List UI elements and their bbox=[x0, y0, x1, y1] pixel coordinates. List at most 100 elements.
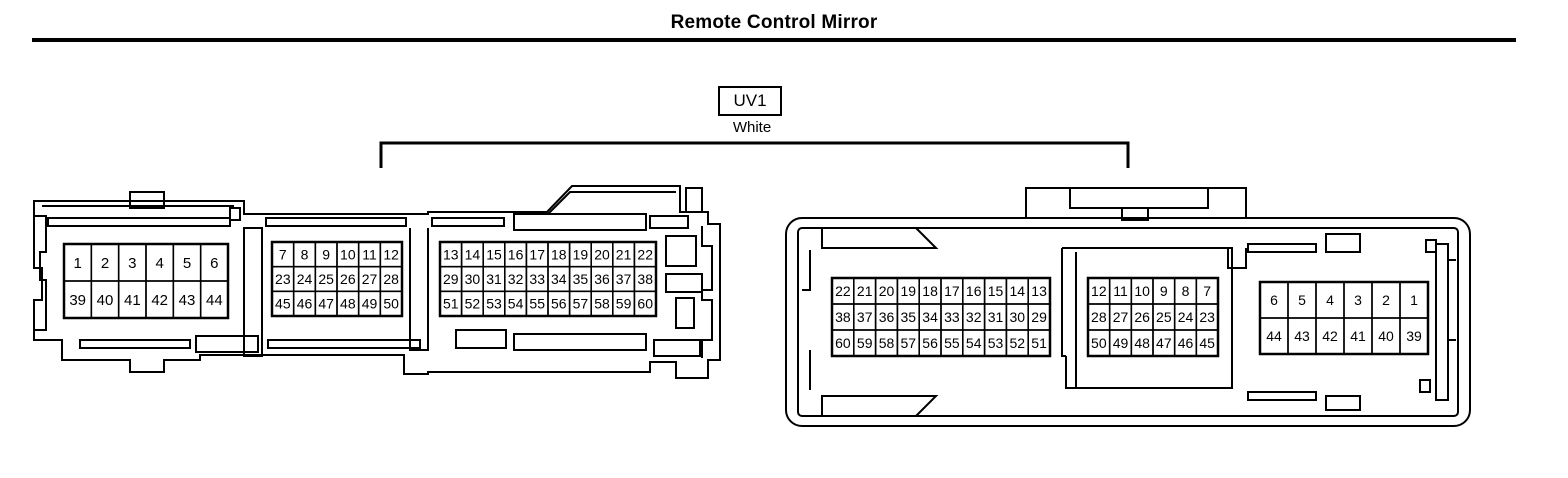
pin-number: 13 bbox=[1031, 283, 1047, 299]
pin-cell: 24 bbox=[1173, 303, 1198, 331]
pin-cell: 22 bbox=[633, 241, 657, 268]
pin-cell: 51 bbox=[439, 290, 463, 317]
pin-cell: 56 bbox=[547, 290, 571, 317]
pin-cell: 41 bbox=[1343, 317, 1373, 355]
pin-cell: 13 bbox=[1027, 277, 1051, 305]
pin-cell: 26 bbox=[1130, 303, 1154, 331]
pin-cell: 30 bbox=[1005, 303, 1029, 331]
pin-number: 3 bbox=[1354, 292, 1362, 308]
pin-number: 56 bbox=[922, 335, 938, 351]
pin-cell: 31 bbox=[482, 265, 506, 293]
pin-number: 14 bbox=[465, 246, 481, 262]
pin-cell: 44 bbox=[1259, 317, 1289, 355]
pin-number: 59 bbox=[616, 296, 632, 312]
pin-number: 35 bbox=[573, 271, 589, 287]
pin-cell: 1 bbox=[63, 243, 93, 282]
pin-cell: 47 bbox=[1152, 329, 1176, 357]
pin-cell: 3 bbox=[1343, 281, 1373, 319]
pin-cell: 35 bbox=[568, 265, 592, 293]
pin-number: 43 bbox=[179, 292, 196, 309]
pin-cell: 6 bbox=[1259, 281, 1289, 319]
pin-cell: 20 bbox=[590, 241, 614, 268]
pin-number: 21 bbox=[857, 283, 873, 299]
pin-cell: 59 bbox=[853, 329, 877, 357]
pin-cell: 12 bbox=[379, 241, 403, 268]
connector-code-box: UV1 bbox=[718, 86, 782, 116]
pin-cell: 54 bbox=[962, 329, 986, 357]
pin-cell: 45 bbox=[1195, 329, 1219, 357]
pin-number: 45 bbox=[275, 296, 291, 312]
pin-number: 1 bbox=[73, 255, 81, 272]
pin-cell: 20 bbox=[874, 277, 899, 305]
pin-number: 49 bbox=[1113, 335, 1129, 351]
pin-number: 29 bbox=[1031, 309, 1047, 325]
pin-number: 42 bbox=[151, 292, 168, 309]
pin-number: 34 bbox=[922, 309, 938, 325]
pin-number: 58 bbox=[594, 296, 610, 312]
pin-number: 2 bbox=[1382, 292, 1390, 308]
pin-number: 16 bbox=[508, 246, 524, 262]
diagram-title: Remote Control Mirror bbox=[670, 12, 878, 33]
pin-cell: 53 bbox=[482, 290, 506, 317]
pin-number: 31 bbox=[486, 271, 502, 287]
pin-number: 14 bbox=[1010, 283, 1026, 299]
pin-number: 3 bbox=[128, 255, 136, 272]
pin-number: 58 bbox=[879, 335, 895, 351]
pin-number: 7 bbox=[279, 246, 287, 262]
pin-cell: 36 bbox=[874, 303, 899, 331]
pin-cell: 42 bbox=[1315, 317, 1345, 355]
pin-number: 25 bbox=[318, 271, 334, 287]
pin-cell: 50 bbox=[1087, 329, 1111, 357]
pin-number: 33 bbox=[529, 271, 545, 287]
pin-cell: 60 bbox=[831, 329, 855, 357]
pin-number: 36 bbox=[879, 309, 895, 325]
pin-number: 6 bbox=[210, 255, 218, 272]
pin-cell: 22 bbox=[831, 277, 855, 305]
pin-cell: 43 bbox=[172, 280, 202, 319]
connector-bracket bbox=[379, 141, 1130, 168]
pin-number: 17 bbox=[529, 246, 545, 262]
pin-cell: 18 bbox=[918, 277, 942, 305]
pin-cell: 21 bbox=[853, 277, 877, 305]
pin-number: 28 bbox=[1091, 309, 1107, 325]
pin-number: 33 bbox=[944, 309, 960, 325]
pin-cell: 33 bbox=[940, 303, 964, 331]
pin-cell: 29 bbox=[439, 265, 463, 293]
pin-cell: 25 bbox=[1152, 303, 1176, 331]
pin-cell: 9 bbox=[1152, 277, 1176, 305]
pin-number: 15 bbox=[988, 283, 1004, 299]
pin-cell: 42 bbox=[145, 280, 175, 319]
pin-cell: 23 bbox=[1195, 303, 1219, 331]
pin-number: 12 bbox=[1091, 283, 1107, 299]
pin-cell: 19 bbox=[568, 241, 592, 268]
pin-cell: 4 bbox=[1315, 281, 1345, 319]
pin-number: 52 bbox=[1010, 335, 1026, 351]
pin-cell: 51 bbox=[1027, 329, 1051, 357]
pin-number: 9 bbox=[322, 246, 330, 262]
pin-number: 53 bbox=[486, 296, 502, 312]
pin-number: 43 bbox=[1294, 328, 1310, 344]
pin-cell: 40 bbox=[1371, 317, 1401, 355]
pin-cell: 2 bbox=[90, 243, 120, 282]
pin-cell: 55 bbox=[940, 329, 964, 357]
male-connector-housing bbox=[33, 185, 721, 379]
pin-cell: 56 bbox=[918, 329, 942, 357]
pin-number: 20 bbox=[879, 283, 895, 299]
pin-cell: 26 bbox=[336, 265, 360, 293]
pin-cell: 38 bbox=[633, 265, 657, 293]
pin-number: 23 bbox=[275, 271, 291, 287]
pin-number: 4 bbox=[155, 255, 163, 272]
pin-number: 39 bbox=[1406, 328, 1422, 344]
pin-number: 11 bbox=[1113, 283, 1128, 299]
pin-number: 16 bbox=[966, 283, 982, 299]
pin-number: 17 bbox=[944, 283, 960, 299]
pin-number: 18 bbox=[922, 283, 938, 299]
pin-cell: 47 bbox=[314, 290, 338, 317]
pin-number: 40 bbox=[97, 292, 114, 309]
pin-number: 38 bbox=[637, 271, 653, 287]
pin-number: 6 bbox=[1270, 292, 1278, 308]
pin-cell: 49 bbox=[1108, 329, 1133, 357]
pin-number: 25 bbox=[1156, 309, 1172, 325]
pin-cell: 59 bbox=[612, 290, 636, 317]
pin-cell: 13 bbox=[439, 241, 463, 268]
